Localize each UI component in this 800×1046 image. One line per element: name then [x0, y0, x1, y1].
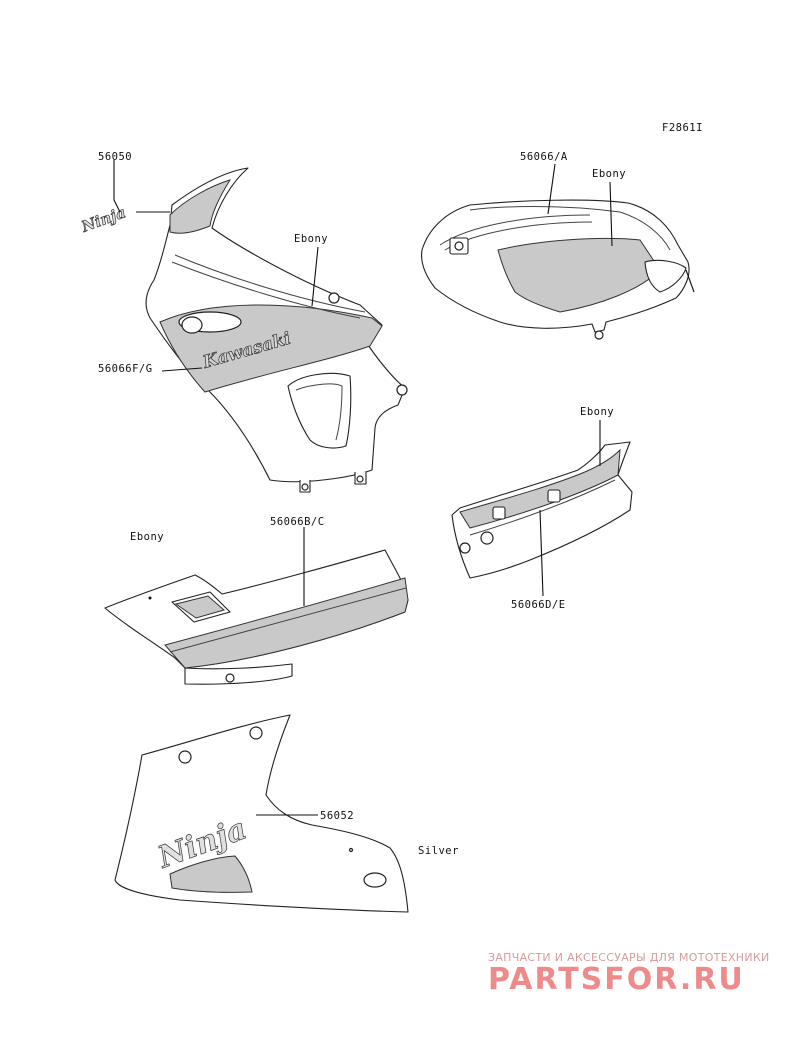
- upper-fairing[interactable]: Kawasaki: [145, 167, 408, 493]
- label-56050: 56050: [98, 151, 132, 163]
- ninja-decal-small[interactable]: Ninja: [78, 203, 129, 237]
- side-cover[interactable]: [104, 549, 409, 685]
- label-56066fg: 56066F/G: [98, 363, 153, 375]
- label-silver: Silver: [418, 845, 459, 857]
- rear-cowl[interactable]: [451, 441, 633, 579]
- label-ebony-cowl: Ebony: [580, 406, 614, 418]
- label-ebony-side: Ebony: [130, 531, 164, 543]
- leader-lines: [113, 160, 613, 816]
- label-56066bc: 56066B/C: [270, 516, 325, 528]
- svg-text:Ninja: Ninja: [78, 203, 128, 236]
- watermark-logo: PARTSFOR.RU: [488, 962, 745, 997]
- label-56052: 56052: [320, 810, 354, 822]
- label-56066de: 56066D/E: [511, 599, 566, 611]
- label-ebony-upper: Ebony: [294, 233, 328, 245]
- watermark-tagline: ЗАПЧАСТИ И АКСЕССУАРЫ ДЛЯ МОТОТЕХНИКИ: [488, 951, 770, 964]
- fuel-tank[interactable]: [421, 199, 695, 340]
- label-ebony-tank: Ebony: [592, 168, 626, 180]
- lower-cowl[interactable]: Ninja: [114, 714, 409, 913]
- label-56066a: 56066/A: [520, 151, 568, 163]
- figure-code: F2861I: [662, 122, 703, 134]
